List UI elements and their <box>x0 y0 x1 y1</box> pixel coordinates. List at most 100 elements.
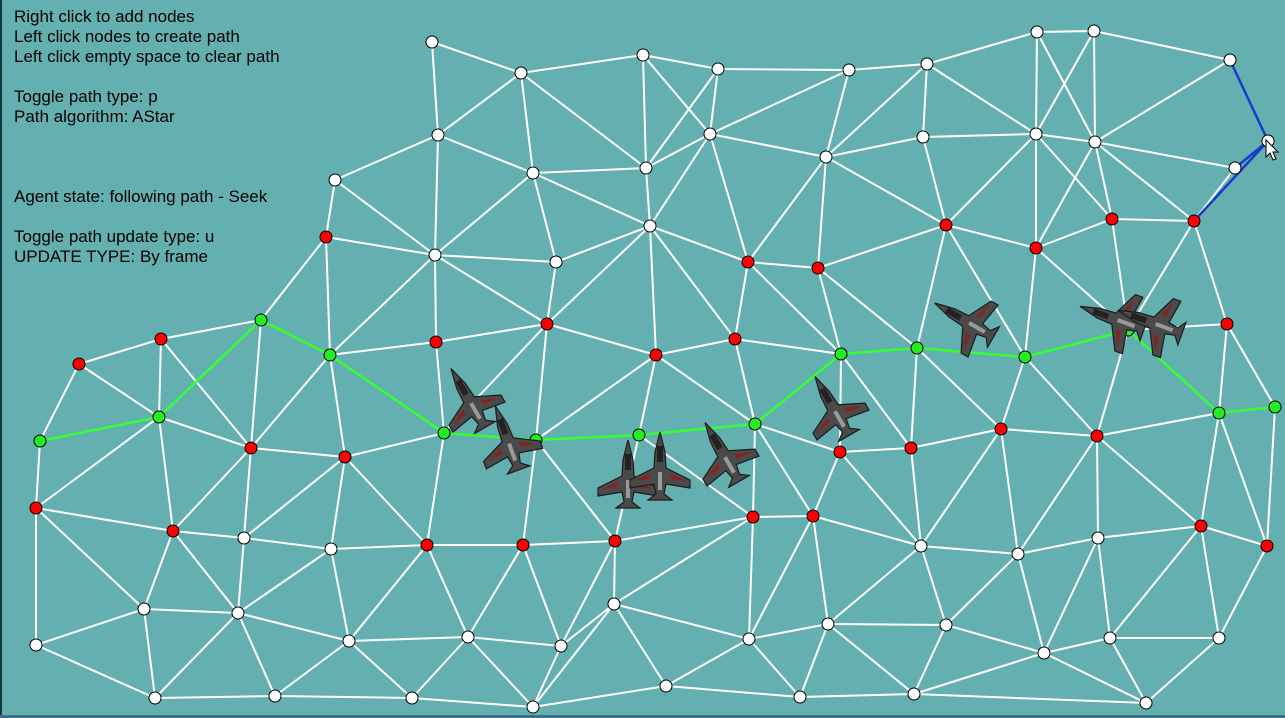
graph-node[interactable] <box>461 630 475 644</box>
graph-node[interactable] <box>1139 696 1153 710</box>
graph-node[interactable] <box>1223 53 1237 67</box>
graph-node[interactable] <box>237 531 251 545</box>
blocked-node[interactable] <box>833 445 847 459</box>
blocked-node[interactable] <box>540 317 554 331</box>
graph-node[interactable] <box>1212 631 1226 645</box>
graph-node[interactable] <box>907 687 921 701</box>
blocked-node[interactable] <box>72 357 86 371</box>
graph-edge <box>709 69 850 135</box>
blocked-node[interactable] <box>1029 241 1043 255</box>
blocked-node[interactable] <box>649 348 663 362</box>
blocked-node[interactable] <box>429 335 443 349</box>
path-node[interactable] <box>437 426 451 440</box>
path-node[interactable] <box>910 341 924 355</box>
blocked-node[interactable] <box>1187 214 1201 228</box>
blocked-node[interactable] <box>741 255 755 269</box>
path-node[interactable] <box>323 348 337 362</box>
graph-node[interactable] <box>1087 24 1101 38</box>
blocked-node[interactable] <box>1105 212 1119 226</box>
blocked-node[interactable] <box>1260 539 1274 553</box>
graph-node[interactable] <box>268 689 282 703</box>
graph-node[interactable] <box>342 634 356 648</box>
graph-node[interactable] <box>916 130 930 144</box>
graph-edge <box>560 540 616 647</box>
path-edge <box>916 346 1026 359</box>
graph-node[interactable] <box>554 639 568 653</box>
graph-node[interactable] <box>636 48 650 62</box>
blocked-node[interactable] <box>811 261 825 275</box>
graph-node[interactable] <box>428 248 442 262</box>
graph-edge <box>532 603 615 708</box>
graph-node[interactable] <box>328 173 342 187</box>
blocked-node[interactable] <box>166 524 180 538</box>
path-node[interactable] <box>33 434 47 448</box>
graph-node[interactable] <box>137 602 151 616</box>
graph-node[interactable] <box>29 638 43 652</box>
path-node[interactable] <box>1018 350 1032 364</box>
graph-node[interactable] <box>324 542 338 556</box>
graph-node[interactable] <box>742 632 756 646</box>
graph-edge <box>35 507 174 532</box>
graph-edge <box>520 72 647 169</box>
graph-node[interactable] <box>914 539 928 553</box>
graph-node[interactable] <box>526 700 540 714</box>
blocked-node[interactable] <box>1090 429 1104 443</box>
graph-edge <box>1193 220 1228 325</box>
graph-node[interactable] <box>1088 135 1102 149</box>
graph-node[interactable] <box>821 617 835 631</box>
graph-edge <box>848 63 928 71</box>
graph-node[interactable] <box>1011 547 1025 561</box>
graph-edge <box>237 612 276 697</box>
graph-node[interactable] <box>514 66 528 80</box>
graph-node[interactable] <box>703 127 717 141</box>
graph-node[interactable] <box>793 690 807 704</box>
blocked-node[interactable] <box>904 441 918 455</box>
graph-node[interactable] <box>939 618 953 632</box>
graph-node[interactable] <box>1228 161 1242 175</box>
blocked-node[interactable] <box>1194 519 1208 533</box>
graph-node[interactable] <box>819 150 833 164</box>
blocked-node[interactable] <box>420 538 434 552</box>
graph-node[interactable] <box>405 691 419 705</box>
blocked-node[interactable] <box>516 538 530 552</box>
blocked-node[interactable] <box>806 509 820 523</box>
graph-node[interactable] <box>1103 631 1117 645</box>
graph-node[interactable] <box>1037 646 1051 660</box>
graph-edge <box>154 612 239 699</box>
graph-node[interactable] <box>526 166 540 180</box>
graph-node[interactable] <box>607 597 621 611</box>
blocked-node[interactable] <box>728 332 742 346</box>
path-node[interactable] <box>748 417 762 431</box>
blocked-node[interactable] <box>1220 317 1234 331</box>
graph-node[interactable] <box>711 62 725 76</box>
blocked-node[interactable] <box>319 230 333 244</box>
blocked-node[interactable] <box>746 510 760 524</box>
blocked-node[interactable] <box>29 501 43 515</box>
path-node[interactable] <box>632 428 646 442</box>
blocked-node[interactable] <box>338 450 352 464</box>
graph-node[interactable] <box>1030 25 1044 39</box>
graph-node[interactable] <box>643 219 657 233</box>
path-node[interactable] <box>152 410 166 424</box>
blocked-node[interactable] <box>608 534 622 548</box>
graph-node[interactable] <box>1029 127 1043 141</box>
blocked-node[interactable] <box>994 422 1008 436</box>
blocked-node[interactable] <box>244 441 258 455</box>
graph-node[interactable] <box>639 161 653 175</box>
graph-node[interactable] <box>842 63 856 77</box>
graph-node[interactable] <box>659 679 673 693</box>
path-node[interactable] <box>834 347 848 361</box>
path-node[interactable] <box>254 313 268 327</box>
graph-node[interactable] <box>231 606 245 620</box>
graph-node[interactable] <box>1091 531 1105 545</box>
graph-node[interactable] <box>431 128 445 142</box>
graph-node[interactable] <box>549 255 563 269</box>
graph-node[interactable] <box>425 35 439 49</box>
blocked-node[interactable] <box>939 218 953 232</box>
path-node[interactable] <box>1212 406 1226 420</box>
blocked-node[interactable] <box>154 332 168 346</box>
graph-node[interactable] <box>148 691 162 705</box>
path-node[interactable] <box>1268 400 1282 414</box>
graph-node[interactable] <box>920 57 934 71</box>
